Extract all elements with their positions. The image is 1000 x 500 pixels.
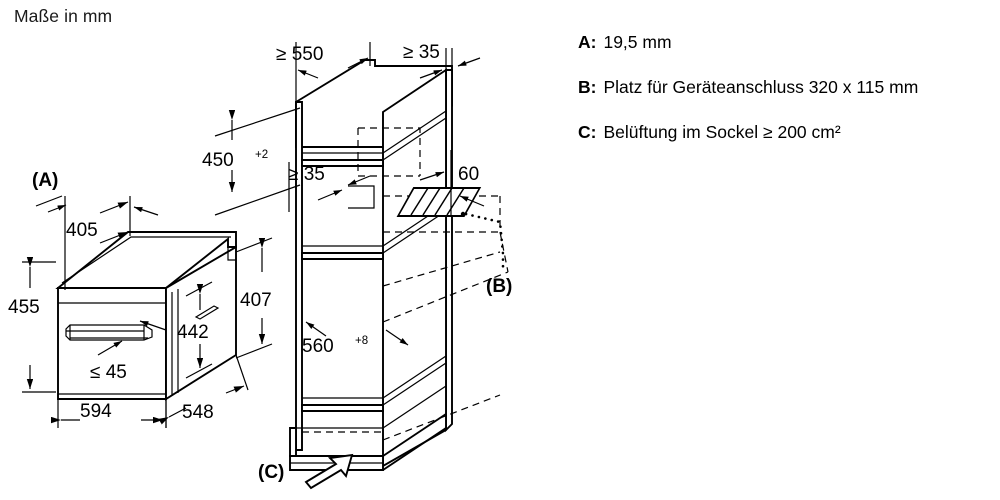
callout-label-a: (A) bbox=[32, 170, 58, 191]
dimension-tolerance-niche-height: +2 bbox=[255, 149, 268, 161]
legend-key-b: B: bbox=[578, 77, 597, 98]
callout-b-leader: (B) bbox=[464, 212, 512, 297]
callout-label-b: (B) bbox=[486, 276, 512, 297]
dimension-niche-height: 450 +2 bbox=[202, 107, 301, 216]
dimension-label-niche-width: 560 bbox=[302, 336, 334, 357]
dimension-top-clearance: ≥ 35 bbox=[403, 42, 481, 79]
dimension-594: 594 bbox=[51, 399, 167, 428]
legend-text-a: 19,5 mm bbox=[603, 32, 672, 52]
dimension-label-niche-depth: ≥ 550 bbox=[276, 44, 323, 65]
dimension-label-shelf-clearance: ≥ 35 bbox=[288, 164, 325, 185]
legend-item-a: A: 19,5 mm bbox=[578, 30, 988, 54]
legend-key-c: C: bbox=[578, 122, 597, 143]
dimension-548: 548 bbox=[158, 354, 249, 428]
dimension-shelf-clearance: ≥ 35 bbox=[288, 162, 371, 212]
dimension-label-407: 407 bbox=[240, 290, 272, 311]
dimension-handle-gap: ≤ 45 bbox=[90, 320, 167, 383]
dimension-label-405: 405 bbox=[66, 220, 98, 241]
dimension-label-455: 455 bbox=[8, 297, 40, 318]
legend-item-c: C: Belüftung im Sockel ≥ 200 cm² bbox=[578, 120, 988, 144]
cabinet-isometric: ≥ 550 ≥ 35 450 +2 bbox=[202, 42, 512, 490]
legend-key-a: A: bbox=[578, 32, 597, 52]
dimension-label-niche-height: 450 bbox=[202, 150, 234, 171]
legend-item-b: B: Platz für Geräteanschluss 320 x 115 m… bbox=[578, 75, 988, 99]
dimension-niche-depth: ≥ 550 bbox=[276, 42, 371, 104]
dimension-tolerance-niche-width: +8 bbox=[355, 335, 368, 347]
callout-c-ventilation-arrow: (C) bbox=[258, 453, 354, 490]
dimension-label-top-clearance: ≥ 35 bbox=[403, 42, 440, 63]
legend-text-b: Platz für Geräteanschluss 320 x 115 mm bbox=[603, 77, 919, 98]
dimension-label-rear-offset: 60 bbox=[458, 164, 479, 185]
dimension-rear-offset: 60 bbox=[419, 150, 485, 216]
legend-panel: A: 19,5 mm B: Platz für Geräteanschluss … bbox=[578, 30, 988, 165]
dimension-455: 455 bbox=[8, 257, 56, 393]
dimension-label-594: 594 bbox=[80, 401, 112, 422]
dimension-405: 405 bbox=[35, 195, 159, 290]
dimension-407: 407 bbox=[235, 237, 273, 359]
dimension-label-442: 442 bbox=[177, 322, 209, 343]
callout-label-c: (C) bbox=[258, 462, 284, 483]
connection-opening-hatched bbox=[396, 187, 482, 217]
legend-text-c: Belüftung im Sockel ≥ 200 cm² bbox=[603, 122, 841, 143]
dimension-label-handle-gap: ≤ 45 bbox=[90, 362, 127, 383]
dimension-label-548: 548 bbox=[182, 402, 214, 423]
dimension-niche-width: 560 +8 bbox=[302, 321, 409, 357]
units-note: Maße in mm bbox=[14, 6, 113, 26]
dimension-442: 442 bbox=[177, 281, 213, 379]
appliance-isometric: 405 (A) 455 442 bbox=[8, 170, 273, 428]
